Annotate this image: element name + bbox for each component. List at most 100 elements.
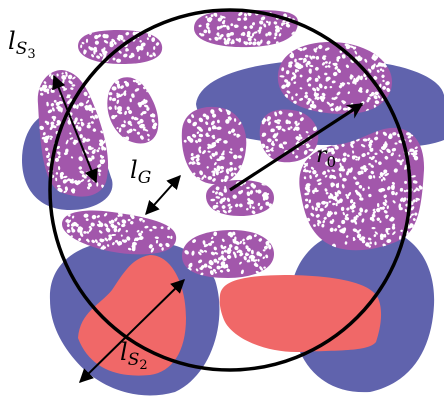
speckle-dot <box>160 226 164 230</box>
speckle-dot <box>232 251 237 256</box>
speckle-dot <box>152 225 157 229</box>
speckle-dot <box>148 244 153 249</box>
speckle-dot <box>111 114 116 120</box>
speckle-dot <box>381 69 385 72</box>
speckle-dot <box>278 110 283 115</box>
speckle-dot <box>334 65 338 70</box>
speckle-dot <box>39 87 44 92</box>
speckle-dot <box>364 77 368 80</box>
speckle-dot <box>235 203 239 208</box>
speckle-dot <box>228 244 233 248</box>
speckle-dot <box>384 173 389 177</box>
speckle-dot <box>106 244 110 247</box>
speckle-dot <box>192 239 197 243</box>
speckle-dot <box>135 117 139 121</box>
speckle-dot <box>195 154 200 159</box>
speckle-dot <box>372 175 376 179</box>
speckle-dot <box>394 142 398 145</box>
speckle-dot <box>379 172 384 177</box>
speckle-dot <box>211 134 215 138</box>
speckle-dot <box>305 198 309 202</box>
speckle-dot <box>199 267 203 271</box>
speckle-dot <box>345 64 349 69</box>
speckle-dot <box>342 227 347 232</box>
speckle-dot <box>409 148 415 152</box>
speckle-dot <box>331 182 335 187</box>
speckle-dot <box>367 97 371 100</box>
speckle-dot <box>304 54 309 58</box>
speckle-dot <box>281 22 284 27</box>
speckle-dot <box>391 225 396 230</box>
speckle-dot <box>150 247 154 253</box>
speckle-dot <box>334 145 339 150</box>
speckle-dot <box>390 152 394 157</box>
speckle-dot <box>91 54 95 58</box>
speckle-dot <box>332 202 336 206</box>
speckle-dot <box>265 145 269 149</box>
speckle-dot <box>228 130 232 135</box>
speckle-dot <box>83 49 86 55</box>
speckle-dot <box>329 193 334 198</box>
speckle-dot <box>136 229 140 233</box>
speckle-dot <box>256 41 261 46</box>
speckle-dot <box>198 251 202 256</box>
speckle-dot <box>223 37 227 41</box>
speckle-dot <box>116 58 122 63</box>
speckle-dot <box>243 41 247 45</box>
speckle-dot <box>324 150 329 154</box>
speckle-dot <box>321 200 327 205</box>
speckle-dot <box>66 229 71 234</box>
speckle-dot <box>336 58 340 62</box>
speckle-dot <box>382 79 385 83</box>
speckle-dot <box>192 121 198 127</box>
speckle-dot <box>249 35 253 39</box>
speckle-dot <box>91 214 97 220</box>
speckle-dot <box>281 67 285 72</box>
speckle-dot <box>227 203 231 207</box>
speckle-dot <box>274 25 280 29</box>
speckle-dot <box>238 37 242 43</box>
arrow-l-g <box>145 174 181 216</box>
speckle-dot <box>220 198 226 203</box>
speckle-dot <box>236 250 239 254</box>
speckle-dot <box>66 224 70 227</box>
speckle-dot <box>137 82 142 86</box>
speckle-dot <box>306 144 311 149</box>
speckle-dot <box>238 12 243 16</box>
speckle-dot <box>316 178 322 182</box>
speckle-dot <box>85 238 89 241</box>
speckle-dot <box>346 235 349 238</box>
speckle-dot <box>300 136 303 140</box>
speckle-dot <box>112 57 116 61</box>
speckle-dot <box>198 24 202 28</box>
speckle-dot <box>129 98 132 103</box>
speckle-dot <box>113 225 118 228</box>
speckle-dot <box>299 87 303 90</box>
speckle-dot <box>121 223 126 228</box>
speckle-dot <box>342 211 345 216</box>
speckle-dot <box>378 188 383 193</box>
speckle-dot <box>243 25 248 30</box>
speckle-dot <box>70 223 76 227</box>
speckle-dot <box>308 170 312 174</box>
speckle-dot <box>379 83 382 88</box>
speckle-dot <box>226 25 230 30</box>
speckle-dot <box>76 223 79 227</box>
speckle-dot <box>315 66 319 71</box>
speckle-dot <box>192 133 197 138</box>
speckle-dot <box>245 245 249 249</box>
speckle-dot <box>203 263 208 268</box>
speckle-dot <box>294 120 298 125</box>
speckle-dot <box>328 61 331 65</box>
speckle-dot <box>230 41 233 45</box>
speckle-dot <box>216 260 220 264</box>
speckle-dot <box>153 122 158 127</box>
speckle-dot <box>118 127 122 133</box>
speckle-dot <box>125 32 130 36</box>
speckle-dot <box>352 201 356 205</box>
speckle-dot <box>200 33 205 37</box>
speckle-dot <box>230 148 233 151</box>
speckle-dot <box>98 141 104 147</box>
speckle-dot <box>188 262 193 267</box>
speckle-dot <box>131 116 135 120</box>
